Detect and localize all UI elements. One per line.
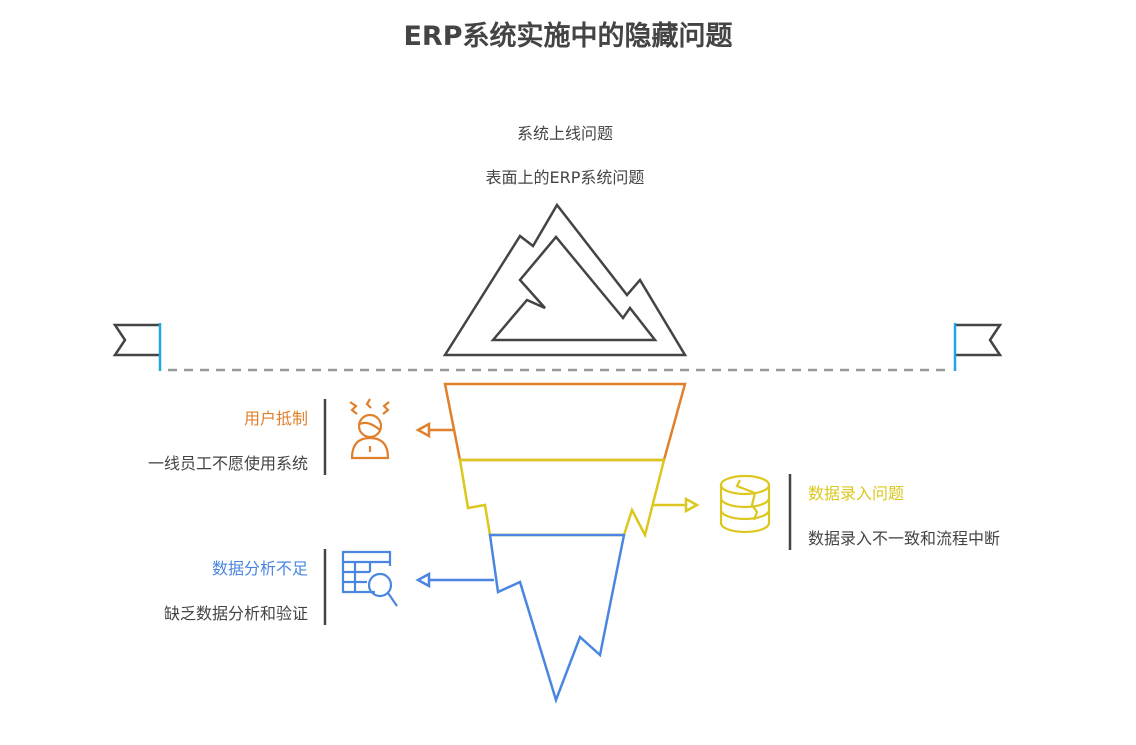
layer-heading-data-entry: 数据录入问题 <box>808 484 905 503</box>
layer-description-data-analysis: 缺乏数据分析和验证 <box>163 604 308 623</box>
layer-data-analysis <box>488 533 626 704</box>
tip-subtitle: 表面上的ERP系统问题 <box>485 168 645 187</box>
layer-user-resistance <box>443 382 687 462</box>
layer-description-user-resistance: 一线员工不愿使用系统 <box>147 454 308 473</box>
arrow-user-resistance <box>415 421 454 439</box>
flag-right <box>953 323 1003 371</box>
layer-heading-user-resistance: 用户抵制 <box>243 409 308 428</box>
table-search-icon <box>341 550 398 607</box>
layer-heading-data-analysis: 数据分析不足 <box>211 559 308 578</box>
page-title: ERP系统实施中的隐藏问题 <box>403 21 733 52</box>
layer-description-data-entry: 数据录入不一致和流程中断 <box>808 529 1001 548</box>
stressed-person-icon <box>349 398 390 460</box>
flag-left <box>112 323 162 371</box>
layer-data-entry <box>458 458 666 539</box>
tip-heading: 系统上线问题 <box>516 124 613 143</box>
arrow-data-analysis <box>415 571 494 589</box>
cracked-database-icon <box>719 474 771 534</box>
iceberg-tip <box>442 202 688 357</box>
arrow-data-entry <box>652 496 700 514</box>
